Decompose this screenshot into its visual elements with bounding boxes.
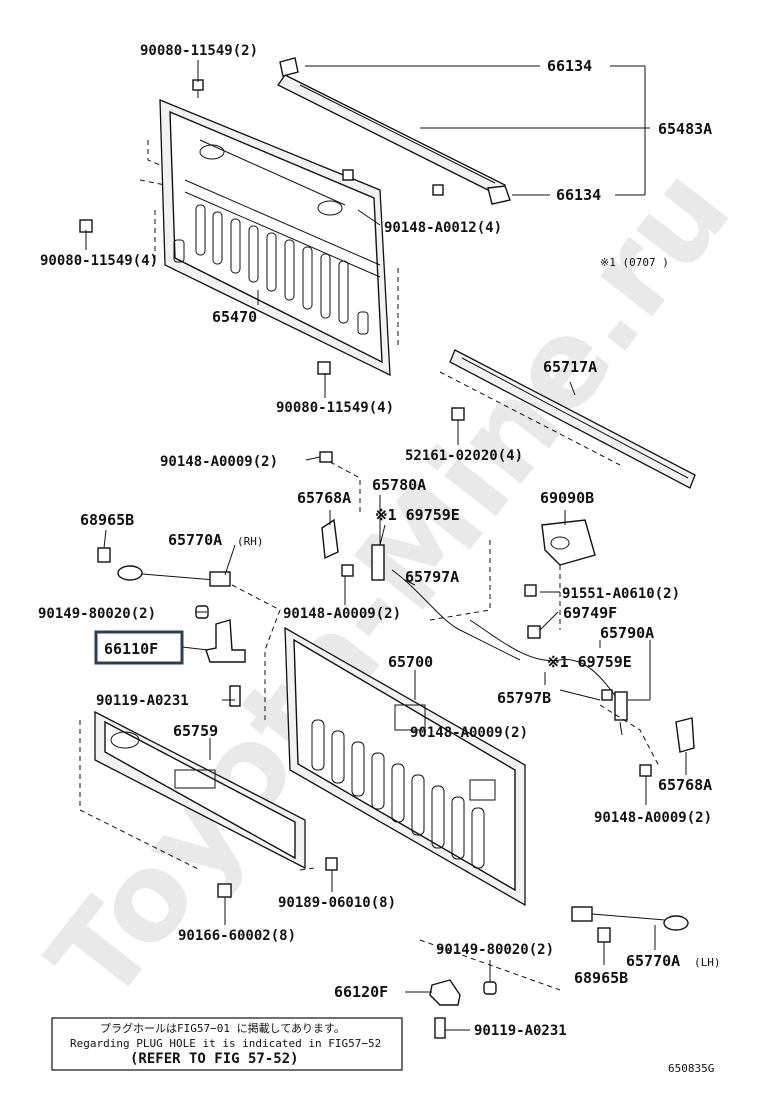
label-65717A: 65717A [543,358,597,376]
label-90149-80020-bottom: 90149-80020(2) [436,942,554,958]
label-66110F: 66110F [104,640,158,658]
bolt-68965B-bottom [597,927,611,943]
bolt-90080-bottom [317,361,331,375]
label-66120F: 66120F [334,983,388,1001]
bolt-90080-top [192,79,204,98]
bolt-90166 [217,883,232,898]
bolt-68965B-top [97,547,111,563]
part-labels: 90080-11549(2) 66134 65483A 66134 90148-… [38,43,721,1039]
handle-69090B [541,519,596,566]
label-66134-top: 66134 [547,57,592,75]
label-65770A-rh-suffix: (RH) [237,535,264,548]
bolt-90119-bottom [434,1017,446,1039]
bolt-90148-a0009-b [341,564,354,577]
cap-66134-top [279,57,299,77]
label-90080-11549-left: 90080-11549(4) [40,253,158,269]
label-65770A-lh-suffix: (LH) [694,956,721,969]
bolt-90148-a0012 [342,169,444,196]
reference-note-box: プラグホールはFIG57−01 に掲載してあります。 Regarding PLU… [51,1017,403,1071]
remark-note: ※1 (0707 ) [600,256,669,269]
label-65768A-bottom: 65768A [658,776,712,794]
label-66134-bottom: 66134 [556,186,601,204]
bolt-90119-top [229,685,241,707]
label-90149-80020-top: 90149-80020(2) [38,606,156,622]
label-91551-A0610: 91551-A0610(2) [562,586,680,602]
inner-panel-65470 [159,99,391,377]
label-69759E-top: ※1 69759E [375,506,460,524]
label-65780A: 65780A [372,476,426,494]
bolt-90148-a0009-a [319,451,333,463]
hinge-66120F [429,979,461,1006]
label-68965B-bottom: 68965B [574,969,628,987]
bolt-90148-a0009-d [639,764,652,777]
label-69090B: 69090B [540,489,594,507]
label-65759: 65759 [173,722,218,740]
label-69749F: 69749F [563,604,617,622]
label-65790A: 65790A [600,624,654,642]
label-65770A-lh: 65770A [626,952,680,970]
label-65483A: 65483A [658,120,712,138]
cable-65770A-lh [571,906,689,931]
gasket-65759 [94,710,306,870]
note-line-3: (REFER TO FIG 57-52) [130,1051,299,1067]
rod-65797A [391,569,521,661]
rail-65717A [449,349,696,489]
bracket-65768A-top [321,518,339,560]
tailgate-65700 [284,626,526,907]
clip-90149-bottom [483,981,497,995]
label-90119-A0231-bottom: 90119-A0231 [474,1023,567,1039]
label-90148-A0012: 90148-A0012(4) [384,220,502,236]
label-90148-A0009-c: 90148-A0009(2) [410,725,528,741]
label-90119-A0231-top: 90119-A0231 [96,693,189,709]
clip-90189 [325,857,338,871]
bolt-90148-a0009-c [601,689,613,701]
highlight-box-66110F [94,630,184,665]
label-65797B: 65797B [497,689,551,707]
label-68965B-top: 68965B [80,511,134,529]
bolt-91551 [524,584,537,597]
label-90148-A0009-a: 90148-A0009(2) [160,454,278,470]
clip-69749F [527,625,541,639]
lock-65780A [371,544,385,581]
leader-lines [85,60,687,1031]
figure-code: 650835G [668,1062,714,1075]
bolt-52161 [451,407,465,421]
label-65770A-rh: 65770A [168,531,222,549]
cable-65770A-rh [117,565,231,587]
rod-65797B [469,619,623,706]
note-line-1: プラグホールはFIG57−01 に掲載してあります。 [100,1021,345,1035]
lock-65790A [614,691,628,721]
label-90080-11549-top: 90080-11549(2) [140,43,258,59]
bracket-65768A-bottom [675,717,695,753]
note-line-2: Regarding PLUG HOLE it is indicated in F… [70,1037,381,1050]
label-90189-06010: 90189-06010(8) [278,895,396,911]
label-65768A-top: 65768A [297,489,351,507]
label-90166-60002: 90166-60002(8) [178,928,296,944]
label-65700: 65700 [388,653,433,671]
label-90080-11549-bottom: 90080-11549(4) [276,400,394,416]
label-52161-02020: 52161-02020(4) [405,448,523,464]
hinge-66110F [205,619,246,663]
cap-66134-bottom [487,185,511,205]
label-65470: 65470 [212,308,257,326]
label-69759E-mid: ※1 69759E [547,653,632,671]
label-65797A: 65797A [405,568,459,586]
label-90148-A0009-d: 90148-A0009(2) [594,810,712,826]
label-90148-A0009-b: 90148-A0009(2) [283,606,401,622]
